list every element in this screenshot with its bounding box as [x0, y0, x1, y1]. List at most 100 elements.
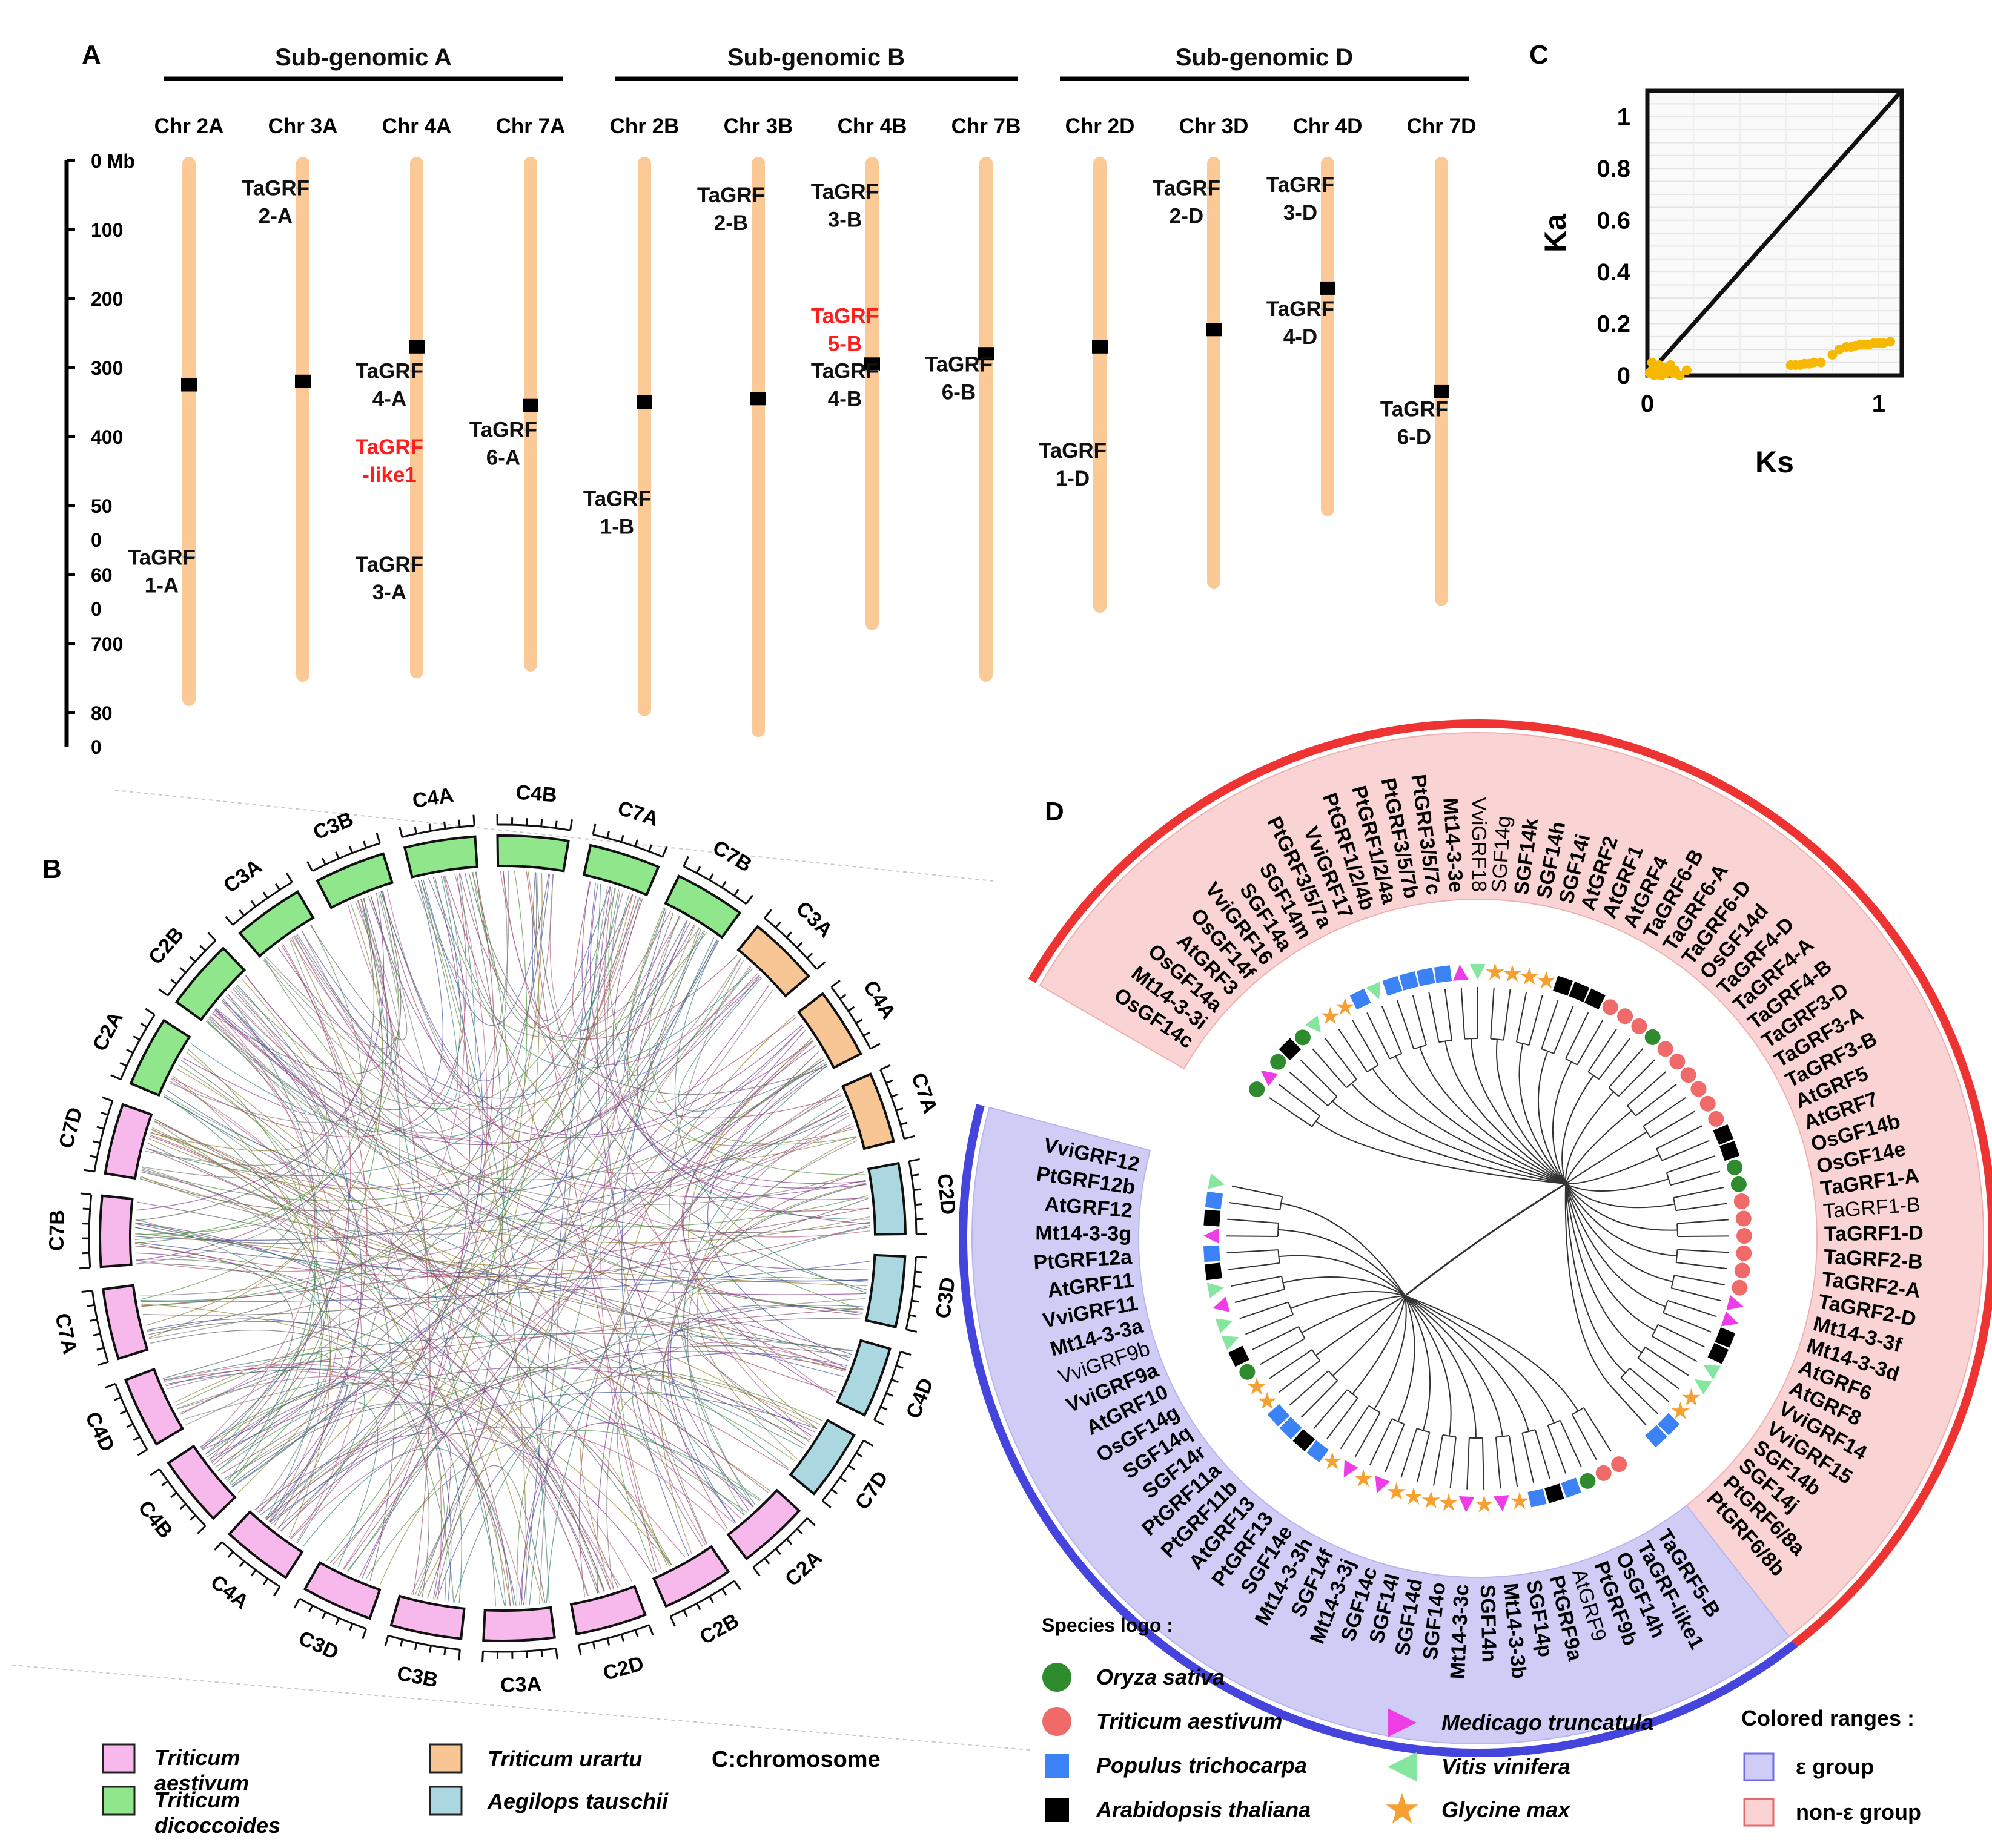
synteny-link: [227, 994, 318, 1482]
scale-label: 300: [91, 357, 123, 379]
segment-ruler: [311, 842, 380, 872]
segment-label: C3A: [500, 1672, 542, 1697]
tree-branch: [1598, 1038, 1631, 1080]
gene-suffix: 4-B: [828, 388, 862, 411]
segment-tick: [458, 819, 461, 827]
segment-tick: [225, 916, 234, 926]
synteny-link: [370, 895, 802, 1136]
tree-branch: [1637, 1357, 1679, 1390]
species-marker-gm: [1682, 1388, 1701, 1406]
tree-branch-inner: [1315, 1120, 1566, 1184]
species-marker-pt: [1349, 988, 1371, 1010]
chromosome-segment: [167, 1444, 237, 1520]
segment-tick: [119, 1410, 127, 1415]
synteny-link: [148, 1321, 606, 1592]
gene-suffix: 1-A: [145, 574, 179, 598]
species-marker-ta: [1732, 1279, 1748, 1296]
synteny-link: [378, 892, 604, 1592]
segment-tick: [322, 1611, 326, 1619]
synteny-link: [147, 872, 537, 1332]
synteny-link: [202, 985, 770, 1450]
species-marker-at: [1715, 1327, 1736, 1348]
chromosome-segment: [174, 946, 247, 1021]
synteny-link: [687, 1109, 848, 1516]
x-axis-label: Ks: [1755, 445, 1794, 479]
species-marker-at: [1713, 1124, 1734, 1145]
chromosome-segment: [726, 1488, 801, 1561]
species-marker-pt: [1279, 1417, 1302, 1439]
legend-label-genus: Triticum: [154, 1745, 240, 1770]
synteny-link: [294, 935, 862, 1316]
leaf-label: VviGRF18: [1468, 797, 1491, 892]
species-marker-mt: [1213, 1296, 1230, 1312]
species-marker-vv: [1208, 1173, 1225, 1189]
species-marker-gm: [1671, 1402, 1690, 1419]
species-marker-pt: [1399, 971, 1419, 991]
species-marker-at: [1292, 1429, 1315, 1451]
gene-name: TaGRF: [1153, 177, 1220, 200]
synteny-link: [176, 1376, 633, 1583]
gene-labels: TaGRF2-ATaGRF1-ATaGRF4-ATaGRF-like1TaGRF…: [128, 173, 1448, 604]
segment-tick: [896, 1365, 904, 1369]
chromosome-bar: [1435, 157, 1448, 606]
synteny-link: [546, 1065, 828, 1603]
synteny-link: [359, 877, 471, 1577]
synteny-link: [177, 958, 741, 1410]
diagonal-line: [1646, 89, 1904, 377]
segment-tick: [721, 880, 727, 888]
chromosome-segment: [796, 992, 862, 1069]
segment-tick: [847, 1464, 855, 1471]
segment-tick: [911, 1173, 919, 1177]
chromosome-label: Chr 2D: [1065, 114, 1135, 138]
tree-branch: [1652, 1335, 1698, 1362]
synteny-link: [280, 1351, 847, 1532]
segment-tick: [891, 1093, 899, 1098]
tree-branch: [1245, 1314, 1294, 1335]
synteny-link: [149, 1135, 618, 1588]
segment-tick: [806, 952, 813, 959]
segment-ruler: [873, 1351, 902, 1421]
segment-ruler: [93, 1100, 114, 1172]
segment-tick: [145, 1008, 156, 1015]
synteny-link: [271, 1318, 862, 1525]
scale-label: 100: [91, 219, 123, 241]
synteny-link: [329, 1029, 806, 1563]
synteny-link: [210, 1015, 342, 1522]
segment-tick: [862, 1031, 870, 1037]
segment-tick: [721, 1588, 727, 1596]
tree-branch: [1611, 1386, 1647, 1426]
synteny-link: [265, 1115, 850, 1520]
segment-ruler: [497, 823, 571, 831]
segment-ruler: [578, 1624, 650, 1646]
species-marker-ta: [1733, 1193, 1750, 1210]
segment-ruler: [114, 1383, 148, 1450]
scale-label: 0: [91, 529, 102, 551]
synteny-link: [688, 1040, 818, 1429]
scale-label: 0: [91, 736, 102, 758]
synteny-link: [205, 893, 630, 1139]
tree-branch-inner: [1565, 1183, 1675, 1209]
gene-suffix: -like1: [362, 463, 417, 487]
segment-ruler: [905, 1256, 917, 1330]
species-marker-gm: [1321, 1006, 1340, 1025]
synteny-link: [211, 943, 351, 1464]
segment-tick: [119, 1062, 127, 1067]
species-marker-os: [1727, 1159, 1743, 1175]
synteny-link: [135, 1259, 325, 1471]
tree-branch: [1385, 1424, 1405, 1473]
synteny-link: [637, 922, 869, 1200]
legend-label-species: dicoccoides: [154, 1813, 280, 1838]
chromosome-segment: [102, 1284, 149, 1361]
species-marker-mt: [1458, 1496, 1475, 1513]
segment-tick: [97, 1361, 108, 1367]
tree-branch: [1521, 1433, 1535, 1483]
segment-tick: [239, 1560, 245, 1568]
segment-tick: [199, 945, 207, 952]
synteny-link: [621, 931, 706, 1556]
tree-branch: [1635, 1083, 1677, 1117]
synteny-link: [185, 874, 554, 1425]
synteny-link: [363, 897, 505, 1606]
synteny-link: [141, 1170, 588, 1596]
synteny-link: [175, 1353, 330, 1484]
scale-label: 50: [91, 495, 113, 517]
